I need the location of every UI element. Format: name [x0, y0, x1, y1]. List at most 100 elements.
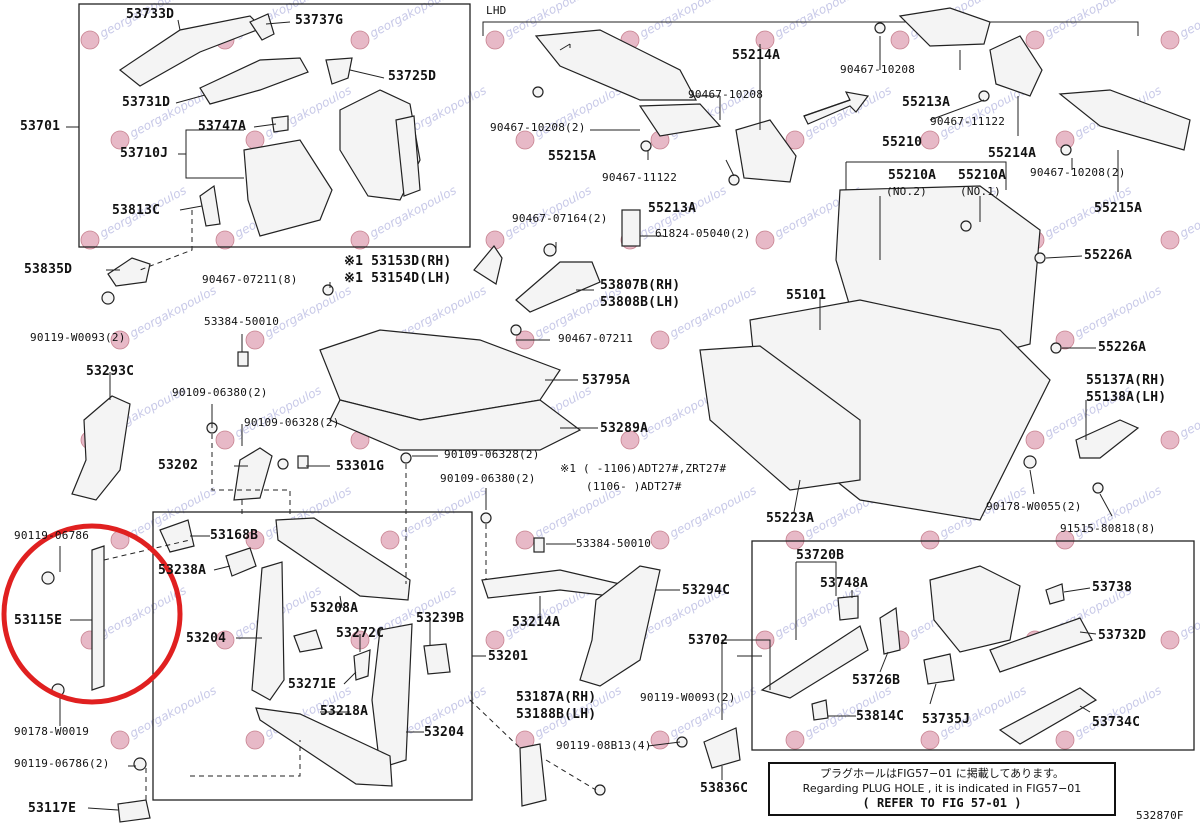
part-label-53289a: 53289A [600, 421, 649, 436]
reference-note-en: Regarding PLUG HOLE , it is indicated in… [802, 782, 1082, 795]
part-label-53384_1: 53384-50010 [204, 315, 280, 328]
watermark-logo-icon [485, 30, 505, 50]
lhd-bracket [482, 21, 1139, 36]
watermark-logo-icon [785, 730, 805, 750]
part-label-90467_07211_8: 90467-07211(8) [202, 273, 298, 286]
part-label-55137a: 55137A(RH) [1086, 373, 1167, 388]
part-label-55138a: 55138A(LH) [1086, 390, 1167, 405]
part-label-90467_10208_1: 90467-10208 [688, 88, 764, 101]
part-label-53735j: 53735J [922, 712, 971, 727]
watermark-text: georgakopoulos [127, 683, 218, 740]
leader-lines [59, 19, 1119, 811]
watermark-logo-icon [380, 530, 400, 550]
part-label-53747a: 53747A [198, 119, 247, 134]
part-label-90178_w0055: 90178-W0055(2) [986, 500, 1082, 513]
watermark-text: georgakopoulos [667, 283, 758, 340]
part-label-53807b: 53807B(RH) [600, 278, 681, 293]
watermark-logo-icon [350, 230, 370, 250]
part-shapes [41, 7, 1191, 823]
watermark-text: georgakopoulos [1177, 183, 1200, 240]
part-label-53732d: 53732D [1098, 628, 1147, 643]
highlight-circle [1, 523, 183, 705]
watermark-logo-icon [215, 630, 235, 650]
watermark-logo-icon [485, 630, 505, 650]
watermark-logo-icon [650, 530, 670, 550]
part-label-90467_07164: 90467-07164(2) [512, 212, 608, 225]
part-label-53238a: 53238A [158, 563, 207, 578]
part-label-53733d: 53733D [126, 7, 175, 22]
part-label-53218a: 53218A [320, 704, 369, 719]
part-label-90178_w0019: 90178-W0019 [14, 725, 90, 738]
part-label-55214a_2: 55214A [988, 146, 1037, 161]
part-label-55223a: 55223A [766, 511, 815, 526]
group-box-53701 [78, 3, 471, 248]
part-label-53795a: 53795A [582, 373, 631, 388]
watermark-text: georgakopoulos [397, 283, 488, 340]
watermark-logo-icon [920, 130, 940, 150]
watermark-logo-icon [245, 330, 265, 350]
watermark-logo-icon [80, 230, 100, 250]
part-label-55226a_2: 55226A [1098, 340, 1147, 355]
part-label-53214a: 53214A [512, 615, 561, 630]
part-label-55214a_1: 55214A [732, 48, 781, 63]
part-label-note1: ※1 ( -1106)ADT27#,ZRT27# [560, 462, 727, 475]
part-label-90109_06328_1: 90109-06328(2) [244, 416, 340, 429]
part-label-53710j: 53710J [120, 146, 169, 161]
watermark-logo-icon [515, 130, 535, 150]
part-label-53731d: 53731D [122, 95, 171, 110]
part-label-55213a_1: 55213A [648, 201, 697, 216]
part-label-90119w0093_1: 90119-W0093(2) [30, 331, 126, 344]
part-label-90119_06786_1: 90119-06786 [14, 529, 90, 542]
part-label-no1: (NO.1) [960, 185, 1001, 198]
part-label-53301g: 53301G [336, 459, 385, 474]
part-label-90467_11122_2: 90467-11122 [930, 115, 1006, 128]
watermark-logo-icon [755, 230, 775, 250]
watermark-logo-icon [515, 530, 535, 550]
part-label-55210a_1: 55210A [958, 168, 1007, 183]
part-label-53168b: 53168B [210, 528, 259, 543]
part-label-55210a_2: 55210A [888, 168, 937, 183]
part-label-90119_w0093_2: 90119-W0093(2) [640, 691, 736, 704]
watermark-logo-icon [650, 730, 670, 750]
part-label-55226a_1: 55226A [1084, 248, 1133, 263]
part-label-90467_07211: 90467-07211 [558, 332, 634, 345]
reference-note-refer: ( REFER TO FIG 57-01 ) [862, 796, 1022, 810]
watermark-logo-icon [890, 30, 910, 50]
part-label-no2: (NO.2) [886, 185, 927, 198]
watermark-logo-icon [110, 330, 130, 350]
part-label-90119_08b13: 90119-08B13(4) [556, 739, 652, 752]
part-label-53835d: 53835D [24, 262, 73, 277]
part-label-53726b: 53726B [852, 673, 901, 688]
part-label-90467_10208_3: 90467-10208 [840, 63, 916, 76]
part-label-53201: 53201 [488, 649, 529, 664]
part-label-90109_06380_1: 90109-06380(2) [172, 386, 268, 399]
watermark-logo-icon [215, 430, 235, 450]
watermark-logo-icon [215, 230, 235, 250]
part-label-53115e: 53115E [14, 613, 63, 628]
part-label-53808b: 53808B(LH) [600, 295, 681, 310]
watermark-text: georgakopoulos [1177, 383, 1200, 440]
watermark-text: georgakopoulos [1072, 283, 1163, 340]
part-label-53384_2: 53384-50010 [576, 537, 652, 550]
part-label-53187a: 53187A(RH) [516, 690, 597, 705]
watermark-logo-icon [1055, 730, 1075, 750]
watermark-logo-icon [110, 130, 130, 150]
part-label-90467_10208_4: 90467-10208(2) [1030, 166, 1126, 179]
part-label-note2: (1106- )ADT27# [586, 480, 682, 493]
part-label-53204_1: 53204 [186, 631, 227, 646]
part-label-53239b: 53239B [416, 611, 465, 626]
watermark-text: georgakopoulos [1177, 583, 1200, 640]
watermark-logo-icon [1160, 630, 1180, 650]
group-box-53702 [751, 540, 1195, 751]
part-label-53738: 53738 [1092, 580, 1133, 595]
watermark-logo-icon [1160, 30, 1180, 50]
part-label-90109_06380_2: 90109-06380(2) [440, 472, 536, 485]
part-label-61824: 61824-05040(2) [655, 227, 751, 240]
part-label-53294c: 53294C [682, 583, 731, 598]
watermark-logo-icon [650, 330, 670, 350]
part-label-53153d: ※1 53153D(RH) [344, 254, 452, 269]
part-label-90109_06328_2: 90109-06328(2) [444, 448, 540, 461]
watermark-logo-icon [245, 730, 265, 750]
watermark-text: georgakopoulos [262, 283, 353, 340]
